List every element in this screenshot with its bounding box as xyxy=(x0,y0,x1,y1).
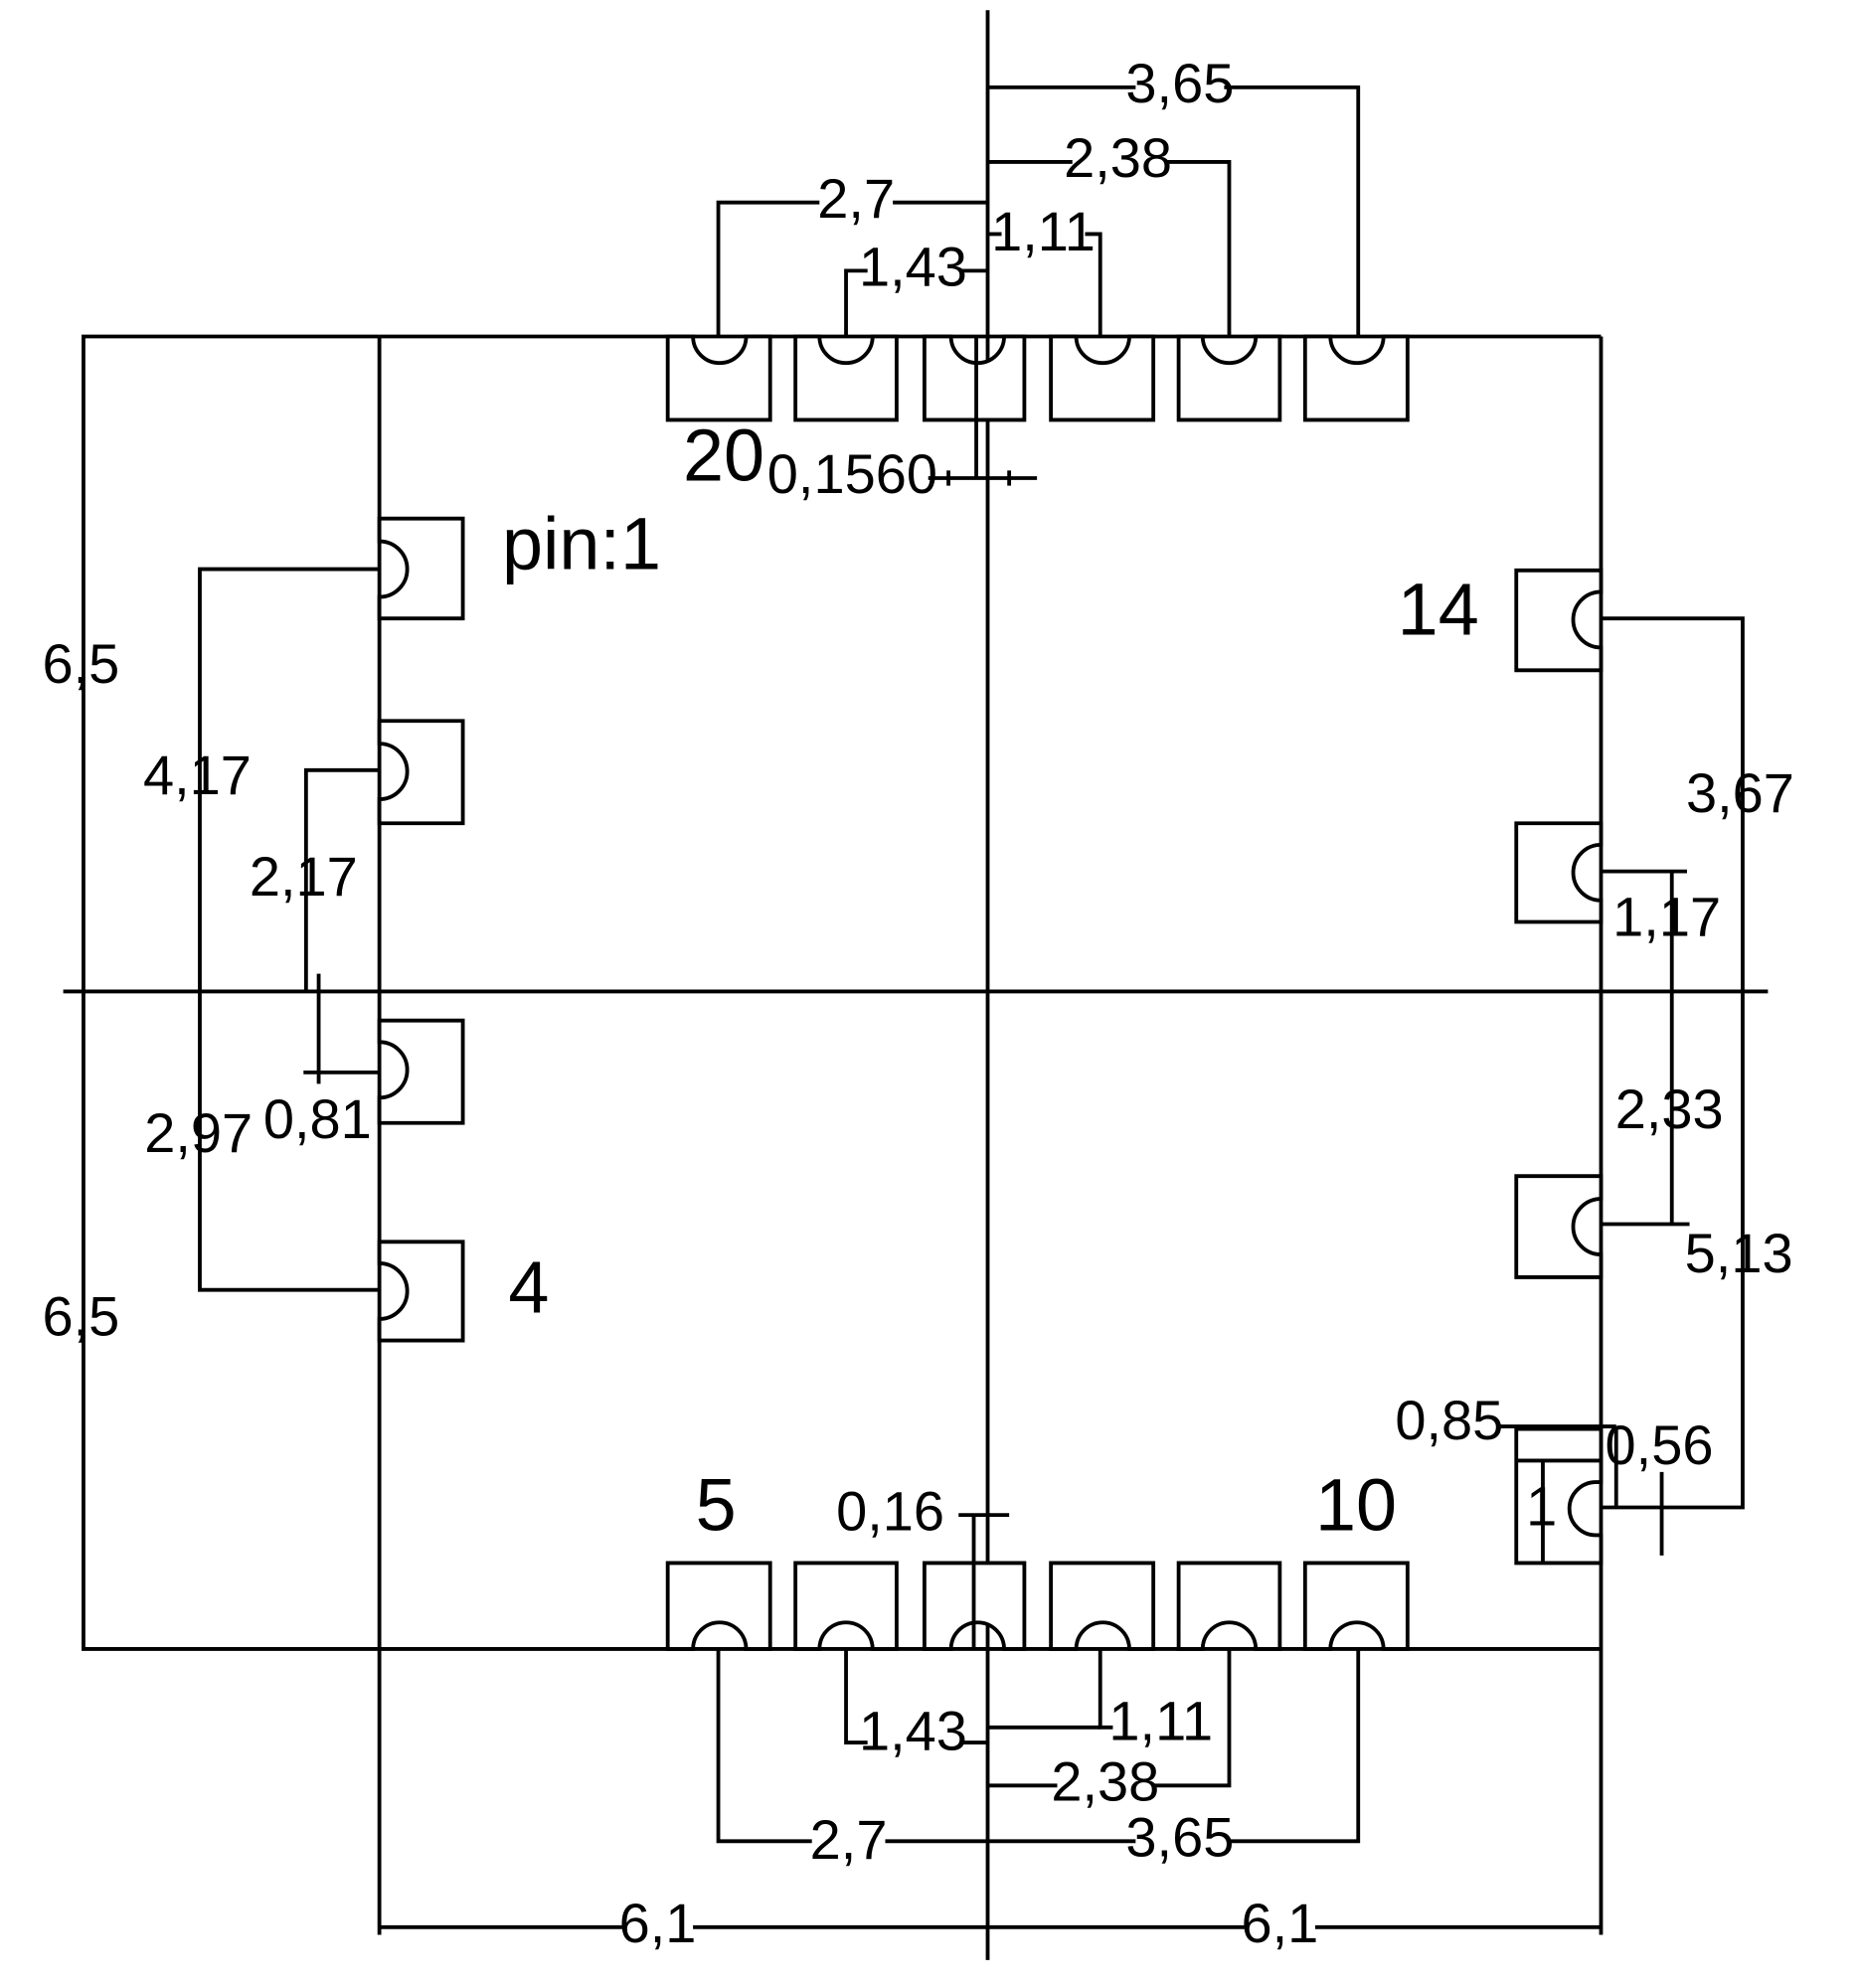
dim-top-3-65: 3,65 xyxy=(1125,52,1234,114)
dim-bottom-3-65: 3,65 xyxy=(1125,1806,1234,1869)
dimension-labels: 3,65 2,38 2,7 1,11 1,43 0,1560 6,5 4,17 … xyxy=(43,52,1794,1954)
dimension-lines xyxy=(198,84,1745,1929)
pad-top-15 xyxy=(1302,334,1410,422)
pin-label-5: 5 xyxy=(696,1463,737,1546)
pad-left-2 xyxy=(377,719,465,826)
pad-left-3 xyxy=(377,1018,465,1125)
dim-bottom-6-1-right: 6,1 xyxy=(1241,1892,1318,1954)
dim-left-6-5-lower: 6,5 xyxy=(43,1284,120,1347)
pin-label-20: 20 xyxy=(683,414,764,497)
pin-label-4: 4 xyxy=(508,1246,549,1329)
pad-left-1 xyxy=(377,516,465,621)
pin-label-1: pin:1 xyxy=(502,503,661,585)
pad-top-20 xyxy=(665,334,772,422)
dim-top-2-7: 2,7 xyxy=(817,167,895,230)
dim-bottom-6-1-left: 6,1 xyxy=(619,1892,697,1954)
dim-right-2-33: 2,33 xyxy=(1615,1077,1724,1140)
pad-right-14 xyxy=(1514,568,1604,673)
dim-right-0-85: 0,85 xyxy=(1395,1389,1503,1451)
pad-top-16 xyxy=(1176,334,1282,422)
dim-left-2-97: 2,97 xyxy=(144,1101,253,1164)
dim-bottom-2-7: 2,7 xyxy=(810,1808,888,1871)
pad-top-17 xyxy=(1049,334,1156,422)
dim-right-1-17: 1,17 xyxy=(1612,885,1721,947)
dim-top-0-1560: 0,1560 xyxy=(767,442,937,505)
pad-bottom-9 xyxy=(1176,1561,1282,1651)
pad-top-19 xyxy=(793,334,899,422)
dim-top-2-38: 2,38 xyxy=(1064,126,1172,189)
dim-bottom-2-38: 2,38 xyxy=(1051,1750,1159,1813)
pad-right-13 xyxy=(1514,821,1604,924)
dim-right-3-67: 3,67 xyxy=(1686,761,1794,824)
dim-right-1: 1 xyxy=(1526,1474,1557,1537)
dim-left-0-81: 0,81 xyxy=(263,1087,372,1150)
pin-labels: pin:1 4 5 10 14 20 xyxy=(502,414,1479,1547)
pad-left-4 xyxy=(377,1240,465,1343)
dim-bottom-0-16: 0,16 xyxy=(836,1479,944,1542)
dim-bottom-1-11: 1,11 xyxy=(1108,1690,1213,1752)
dim-right-0-56: 0,56 xyxy=(1606,1413,1714,1476)
pin-label-10: 10 xyxy=(1315,1463,1397,1546)
pad-bottom-6 xyxy=(793,1561,899,1651)
dim-left-4-17: 4,17 xyxy=(143,744,252,806)
pad-right-12 xyxy=(1514,1174,1604,1279)
pad-bottom-10 xyxy=(1302,1561,1410,1651)
dim-top-1-43: 1,43 xyxy=(859,236,967,298)
pad-bottom-8 xyxy=(1049,1561,1156,1651)
bottom-pads xyxy=(665,1561,1410,1651)
dim-left-6-5-upper: 6,5 xyxy=(43,632,120,695)
top-pads xyxy=(665,334,1410,422)
dim-top-1-11: 1,11 xyxy=(991,200,1096,262)
right-pads xyxy=(1514,568,1604,1566)
pad-bottom-5 xyxy=(665,1561,772,1651)
left-pads xyxy=(377,516,465,1343)
dim-left-2-17: 2,17 xyxy=(250,845,358,908)
dim-right-5-13: 5,13 xyxy=(1685,1222,1793,1284)
center-lines xyxy=(63,10,1769,1960)
pin-label-14: 14 xyxy=(1398,569,1479,651)
dim-bottom-1-43: 1,43 xyxy=(859,1700,967,1762)
